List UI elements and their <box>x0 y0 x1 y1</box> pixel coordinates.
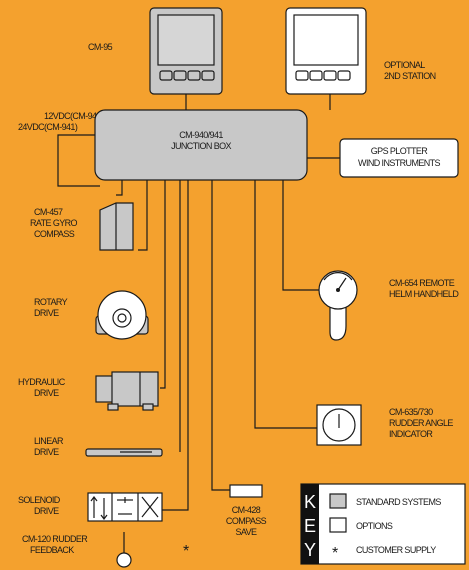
solenoid-line1: SOLENOID <box>18 495 61 505</box>
key-asterisk-symbol: * <box>332 545 338 562</box>
cm95-key-2 <box>173 70 187 81</box>
wire-rotary <box>138 180 148 251</box>
fluxgate-line1: CM-428 <box>232 505 261 515</box>
fluxgate-line3: SAVE <box>236 527 258 537</box>
linear-drive-icon <box>85 448 163 457</box>
rotary-line2: DRIVE <box>34 308 59 318</box>
hydraulic-line1: HYDRAULIC <box>18 377 66 387</box>
second-station-line2: 2ND STATION <box>384 71 436 81</box>
key-letter-k: K <box>304 492 316 512</box>
second-station-key-1 <box>295 70 309 81</box>
wire-solenoid <box>162 180 189 511</box>
cm95-screen <box>157 14 215 66</box>
second-station-display <box>285 7 367 95</box>
wire-hydraulic <box>160 180 166 389</box>
wire-indicator <box>254 180 317 429</box>
cm95-display <box>149 7 223 95</box>
solenoid-drive-icon <box>87 492 163 522</box>
hydraulic-drive-icon <box>95 371 159 411</box>
rate-gyro-compass-icon <box>99 202 134 251</box>
junction-box-line1: CM-940/941 <box>179 130 223 140</box>
key-standard-swatch <box>329 493 347 509</box>
rotary-line1: ROTARY <box>34 297 68 307</box>
rudder-feedback-icon <box>116 532 132 568</box>
remote-handheld-icon <box>318 270 358 341</box>
hydraulic-line2: DRIVE <box>34 388 59 398</box>
key-letter-y: Y <box>304 540 316 560</box>
fluxgate-line2: COMPASS <box>226 516 267 526</box>
rate-gyro-line1: CM-457 <box>34 207 63 217</box>
rudder-feedback-line2: FEEDBACK <box>30 545 74 555</box>
key-standard-label: STANDARD SYSTEMS <box>356 497 441 507</box>
cm95-key-3 <box>187 70 201 81</box>
key-options-swatch <box>329 517 347 533</box>
second-station-key-2 <box>309 70 323 81</box>
wire-power <box>57 134 100 187</box>
rate-gyro-line2: RATE GYRO <box>30 218 78 228</box>
wire-remote <box>282 180 320 291</box>
gps-line2: WIND INSTRUMENTS <box>358 158 440 168</box>
rotary-drive-icon <box>95 290 149 340</box>
gps-box <box>339 138 459 178</box>
rate-gyro-line3: COMPASS <box>34 229 75 239</box>
cm95-label: CM-95 <box>88 42 113 52</box>
wiring: * <box>57 94 340 560</box>
second-station-key-3 <box>323 70 337 81</box>
wire-rate-gyro <box>116 180 123 196</box>
indicator-line3: INDICATOR <box>389 429 433 439</box>
second-station-screen <box>293 14 359 66</box>
cm95-key-1 <box>159 70 173 81</box>
remote-line2: HELM HANDHELD <box>389 289 459 299</box>
wire-fluxgate <box>211 180 230 491</box>
power-line2: 24VDC(CM-941) <box>18 122 78 132</box>
indicator-line1: CM-635/730 <box>389 407 433 417</box>
junction-box-line2: JUNCTION BOX <box>171 141 231 151</box>
gps-line1: GPS PLOTTER <box>371 146 429 156</box>
remote-line1: CM-654 REMOTE <box>389 278 455 288</box>
indicator-line2: RUDDER ANGLE <box>389 418 453 428</box>
key-letter-strip <box>301 484 319 564</box>
key-legend: K E Y STANDARD SYSTEMS OPTIONS * CUSTOME… <box>300 483 466 565</box>
linear-line2: DRIVE <box>34 447 59 457</box>
cm95-key-4 <box>201 70 215 81</box>
junction-box <box>94 109 308 181</box>
power-line1: 12VDC(CM-940) <box>44 111 104 121</box>
rudder-angle-indicator-icon <box>316 404 362 446</box>
second-station-key-4 <box>337 70 351 81</box>
linear-line1: LINEAR <box>34 436 64 446</box>
key-options-label: OPTIONS <box>356 521 393 531</box>
second-station-line1: OPTIONAL <box>384 60 425 70</box>
key-panel <box>300 483 466 565</box>
rudder-feedback-line1: CM-120 RUDDER <box>22 534 88 544</box>
key-letter-e: E <box>304 516 316 536</box>
feedback-supply-asterisk: * <box>183 543 189 560</box>
fluxgate-compass-icon <box>229 484 263 498</box>
solenoid-line2: DRIVE <box>34 506 59 516</box>
key-supply-label: CUSTOMER SUPPLY <box>356 545 436 555</box>
